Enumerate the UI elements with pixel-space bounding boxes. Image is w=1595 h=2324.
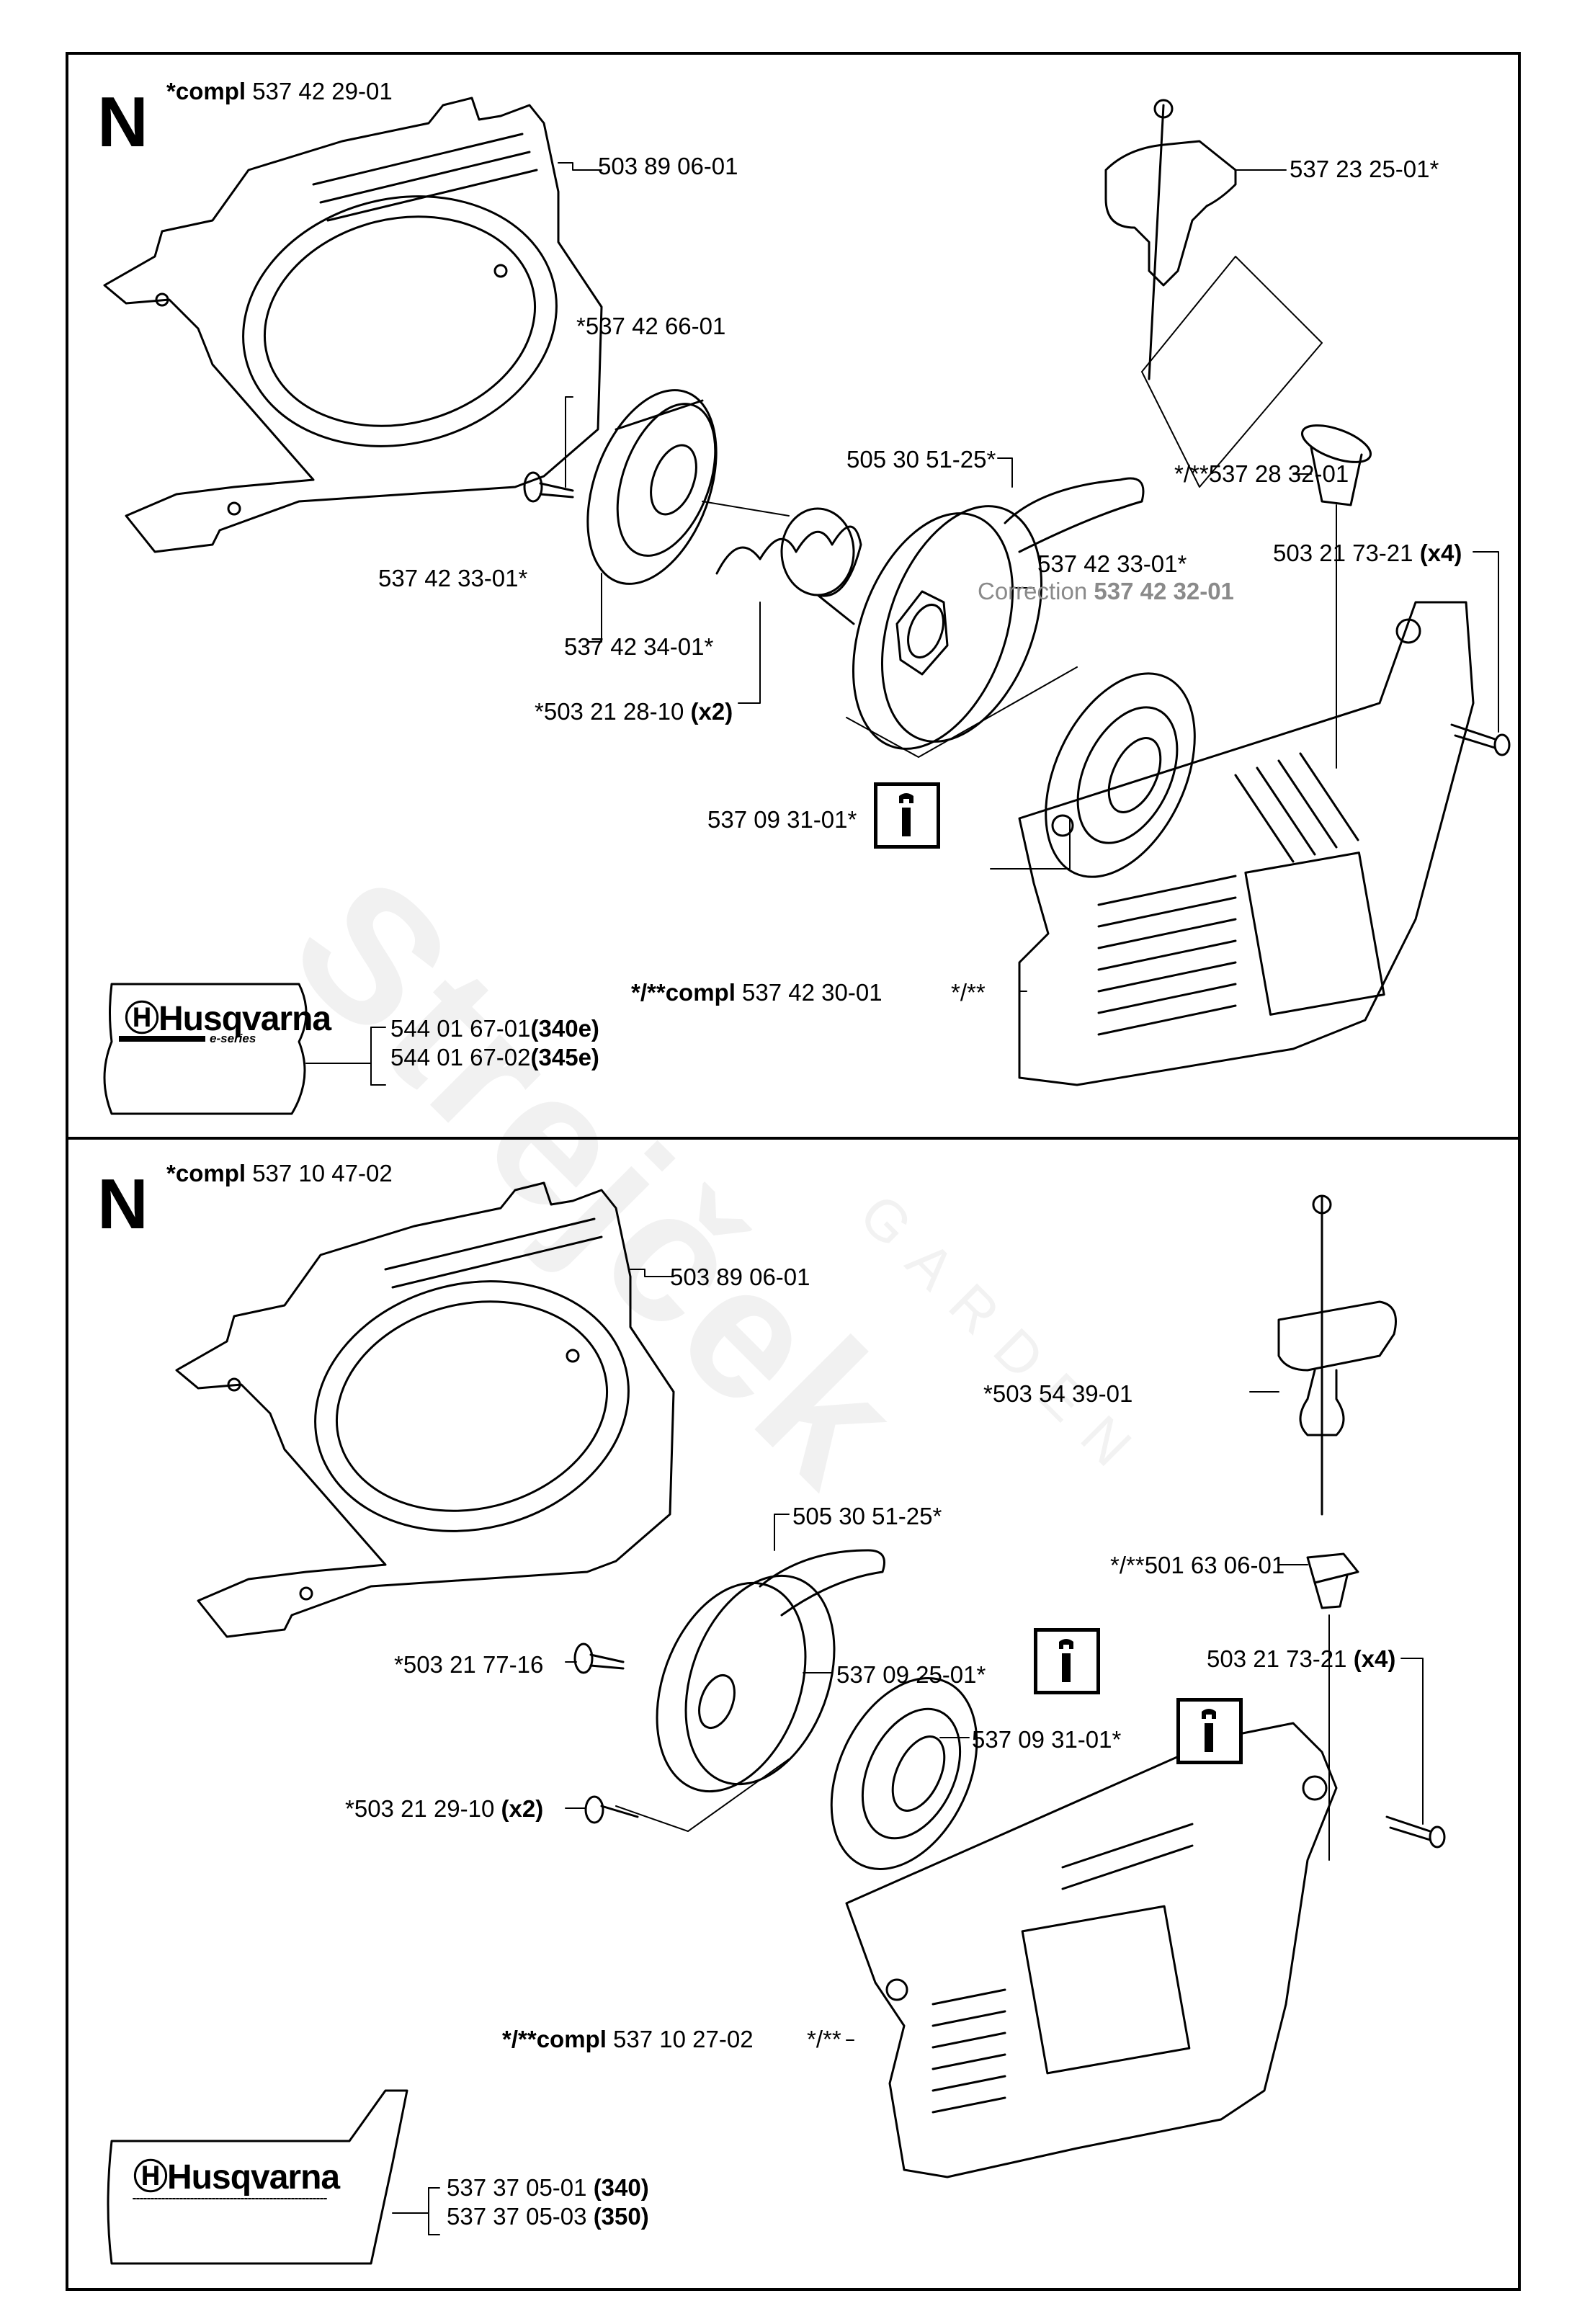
- assembly-prefix: *compl: [166, 1160, 246, 1186]
- starter-cover-number: 537 10 27-02: [613, 2026, 754, 2052]
- label-starter-cover-mark: */**: [951, 979, 986, 1006]
- wrench-icon: [1059, 1639, 1073, 1682]
- bottom-parts-panel: N *compl 537 10 47-02: [66, 1137, 1521, 2291]
- decal-brand: ⒽHusqvarna: [133, 2148, 340, 2199]
- decal-variant-1: 537 37 05-01 (340): [447, 2176, 649, 2199]
- starter-handle-drawing: [1104, 99, 1237, 380]
- leader-crankcase-cover: [558, 162, 602, 171]
- cover-screw-qty: (x4): [1353, 1645, 1396, 1672]
- decal-variant-1: 544 01 67-01(340e): [390, 1016, 599, 1040]
- correction-text: Correction: [978, 578, 1088, 604]
- label-spring: 537 42 34-01*: [564, 633, 714, 660]
- starter-handle-drawing: [1277, 1194, 1397, 1516]
- starter-cover-drawing: [845, 1722, 1338, 2178]
- decal-variant-2: 544 01 67-02(345e): [390, 1045, 599, 1069]
- pulley-drawing: [852, 477, 1145, 750]
- label-pulley-screws: *503 21 28-10 (x2): [535, 700, 733, 723]
- brand-text: Husqvarna: [167, 2158, 340, 2196]
- label-screw: *537 42 66-01: [576, 313, 726, 339]
- label-pulley: 537 09 25-01*: [836, 1661, 986, 1688]
- decal-drawing: [107, 2089, 408, 2265]
- rope-guide-drawing: [1306, 1552, 1359, 1609]
- cover-screw-drawing: [1385, 1815, 1446, 1849]
- cover-screw-drawing: [1450, 723, 1511, 756]
- wrench-icon: [1202, 1709, 1216, 1752]
- starter-cover-prefix: */**compl: [502, 2026, 607, 2052]
- decal-drawing: [103, 983, 308, 1115]
- variant-model: (340e): [530, 1015, 599, 1042]
- pulley-screws-number: *503 21 28-10: [535, 698, 684, 725]
- starter-cover-prefix: */**compl: [631, 979, 736, 1006]
- starter-cover-number: 537 42 30-01: [742, 979, 883, 1006]
- recoil-spring-drawing: [830, 1677, 978, 1870]
- label-cover-screw: 503 21 73-21 (x4): [1273, 541, 1462, 565]
- brand-text: Husqvarna: [158, 1000, 331, 1038]
- variant-model: (350): [593, 2203, 649, 2230]
- cover-screw-qty: (x4): [1419, 540, 1462, 566]
- decal-series: e-series: [210, 1032, 256, 1045]
- service-tool-box: [874, 782, 940, 849]
- label-pulley-screws: *503 21 29-10 (x2): [345, 1797, 543, 1820]
- cover-screw-number: 503 21 73-21: [1207, 1645, 1347, 1672]
- pulley-screws-number: *503 21 29-10: [345, 1795, 495, 1822]
- label-crankcase-cover: 503 89 06-01: [670, 1264, 810, 1290]
- label-rope: 505 30 51-25*: [792, 1503, 942, 1529]
- spring-drawing: [702, 501, 862, 625]
- pulley-drawing: [656, 1549, 885, 1793]
- center-screw-drawing: [573, 1643, 625, 1674]
- label-correction: Correction 537 42 32-01: [978, 579, 1234, 603]
- label-center-screw: *503 21 77-16: [394, 1651, 544, 1678]
- label-starter-handle: 537 23 25-01*: [1290, 156, 1439, 182]
- husqvarna-crown-icon: Ⓗ: [125, 1000, 159, 1038]
- label-rope: 505 30 51-25*: [846, 446, 996, 473]
- variant-number: 537 37 05-01: [447, 2174, 587, 2201]
- recoil-spring-drawing: [1045, 672, 1196, 878]
- assembly-prefix: *compl: [166, 78, 246, 104]
- label-starter-cover: */**compl 537 42 30-01: [631, 980, 883, 1004]
- label-rope-guide: */**501 63 06-01: [1110, 1552, 1285, 1578]
- cover-screw-number: 503 21 73-21: [1273, 540, 1413, 566]
- rope-guide-drawing: [1301, 424, 1372, 506]
- starter-cover-drawing: [1018, 601, 1475, 1086]
- variant-model: (340): [593, 2174, 649, 2201]
- decal-variant-2: 537 37 05-03 (350): [447, 2204, 649, 2228]
- top-parts-panel: N *compl 537 42 29-01: [66, 52, 1521, 1140]
- top-exploded-drawing: [103, 97, 1511, 1115]
- label-cover-screw: 503 21 73-21 (x4): [1207, 1647, 1395, 1671]
- crankcase-cover-drawing: [103, 97, 603, 553]
- service-tool-box: [1034, 1628, 1100, 1694]
- label-rope-guide: */**537 28 32-01: [1174, 460, 1349, 487]
- variant-model: (345e): [530, 1044, 599, 1071]
- assembly-number: *compl 537 42 29-01: [166, 79, 393, 103]
- assembly-part-number: 537 42 29-01: [252, 78, 393, 104]
- label-starter-cover-mark: */**: [807, 2026, 841, 2052]
- wrench-icon: [899, 793, 913, 836]
- bottom-exploded-drawing: [107, 1181, 1446, 2265]
- section-letter: N: [97, 1164, 148, 1243]
- section-letter: N: [97, 82, 148, 161]
- variant-number: 544 01 67-01: [390, 1015, 531, 1042]
- assembly-part-number: 537 10 47-02: [252, 1160, 393, 1186]
- label-crankcase-cover: 503 89 06-01: [598, 153, 738, 179]
- label-recoil-spring: 537 09 31-01*: [707, 806, 857, 833]
- label-pulley: 537 42 33-01*: [1037, 550, 1187, 577]
- variant-number: 544 01 67-02: [390, 1044, 531, 1071]
- variant-number: 537 37 05-03: [447, 2203, 587, 2230]
- label-recoil-spring: 537 09 31-01*: [972, 1726, 1122, 1753]
- pulley-housing-drawing: [586, 389, 718, 585]
- label-pulley-housing: 537 42 33-01*: [378, 565, 528, 591]
- pulley-screws-drawing: [584, 1795, 639, 1824]
- crankcase-cover-drawing: [175, 1181, 675, 1638]
- label-starter-handle: *503 54 39-01: [983, 1380, 1133, 1407]
- pulley-screws-qty: (x2): [501, 1795, 544, 1822]
- screw-drawing: [523, 471, 574, 503]
- husqvarna-crown-icon: Ⓗ: [133, 2158, 168, 2196]
- service-tool-box: [1176, 1698, 1243, 1764]
- pulley-screws-qty: (x2): [690, 698, 733, 725]
- assembly-number: *compl 537 10 47-02: [166, 1161, 393, 1185]
- label-starter-cover: */**compl 537 10 27-02: [502, 2027, 754, 2051]
- decal-brand: ⒽHusqvarna: [125, 990, 331, 1040]
- correction-number: 537 42 32-01: [1094, 578, 1234, 604]
